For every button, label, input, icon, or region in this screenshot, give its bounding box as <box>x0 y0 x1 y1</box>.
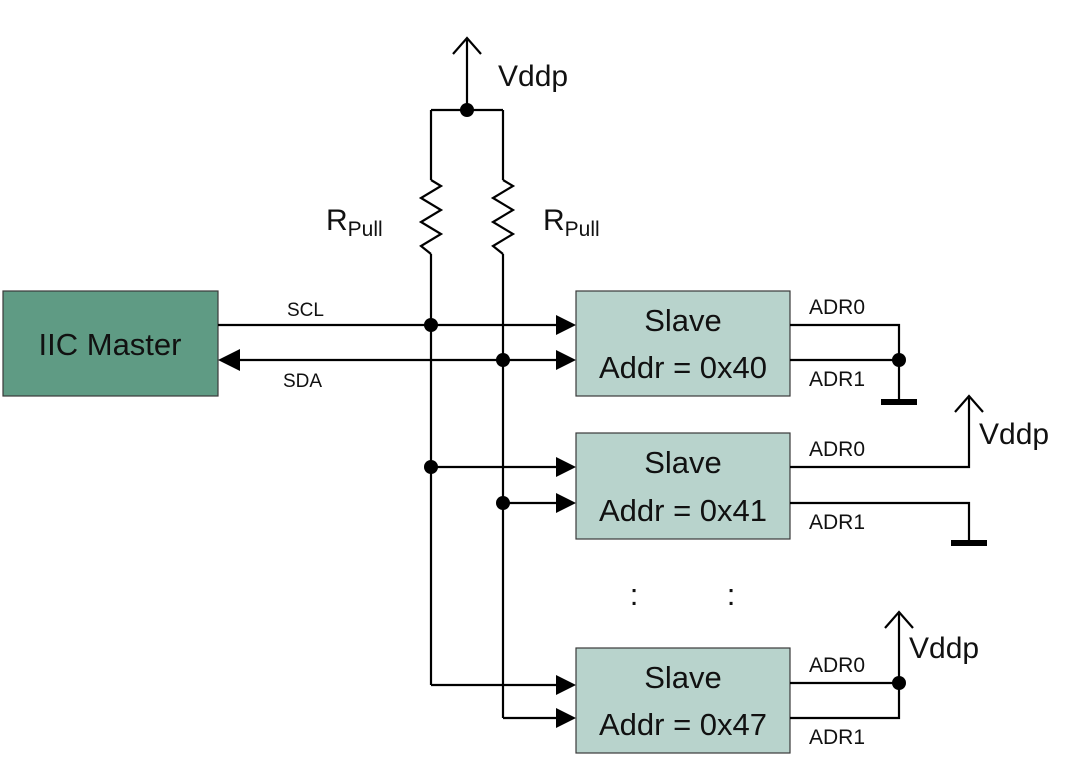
slave7-address-pins-to-vddp <box>790 610 914 720</box>
sda-label: SDA <box>283 371 322 392</box>
iic-master-label: IIC Master <box>39 327 182 362</box>
vdd-label-slave1: Vddp <box>979 418 1049 451</box>
slave1-adr1-label: ADR1 <box>809 511 865 534</box>
rpull-label-right: RPull <box>543 204 600 241</box>
slave-block-0x40 <box>575 290 791 397</box>
scl-arrow-slave1 <box>556 457 576 477</box>
slave1-adr1-to-ground <box>790 501 987 546</box>
sda-arrow-slave7 <box>556 708 576 728</box>
iic-master-block <box>2 290 219 397</box>
ellipsis-left: : <box>630 577 639 612</box>
scl-label: SCL <box>287 300 324 321</box>
slave-title-7: Slave <box>644 660 722 695</box>
sda-arrow-master <box>218 349 240 371</box>
pullup-resistor-sda <box>490 110 516 718</box>
vdd-label-slave7: Vddp <box>909 632 979 665</box>
slave0-adr1-label: ADR1 <box>809 368 865 391</box>
slave-addr-1: Addr = 0x41 <box>599 493 767 528</box>
rpull-label-left: RPull <box>326 204 383 241</box>
top-supply <box>452 36 482 110</box>
slave0-address-pins-to-ground <box>790 323 917 405</box>
sda-arrow-slave1 <box>556 493 576 513</box>
vdd-label-top: Vddp <box>498 60 568 93</box>
slave-addr-7: Addr = 0x47 <box>599 707 767 742</box>
scl-arrow-slave7 <box>556 675 576 695</box>
ellipsis-right: : <box>727 577 736 612</box>
pullup-resistor-scl <box>418 110 444 685</box>
slave1-adr0-to-vddp <box>790 394 984 469</box>
slave-title-1: Slave <box>644 445 722 480</box>
scl-junction-0 <box>424 318 438 332</box>
slave-block-0x41 <box>575 432 791 540</box>
slave1-adr0-label: ADR0 <box>809 438 865 461</box>
slave-title-0: Slave <box>644 303 722 338</box>
slave7-adr0-label: ADR0 <box>809 654 865 677</box>
sda-junction-0 <box>496 353 510 367</box>
slave-block-0x47 <box>575 647 791 754</box>
slave7-adr1-label: ADR1 <box>809 726 865 749</box>
slave0-adr0-label: ADR0 <box>809 296 865 319</box>
slave-addr-0: Addr = 0x40 <box>599 350 767 385</box>
scl-arrow-slave0 <box>556 315 576 335</box>
sda-arrow-slave0 <box>556 350 576 370</box>
